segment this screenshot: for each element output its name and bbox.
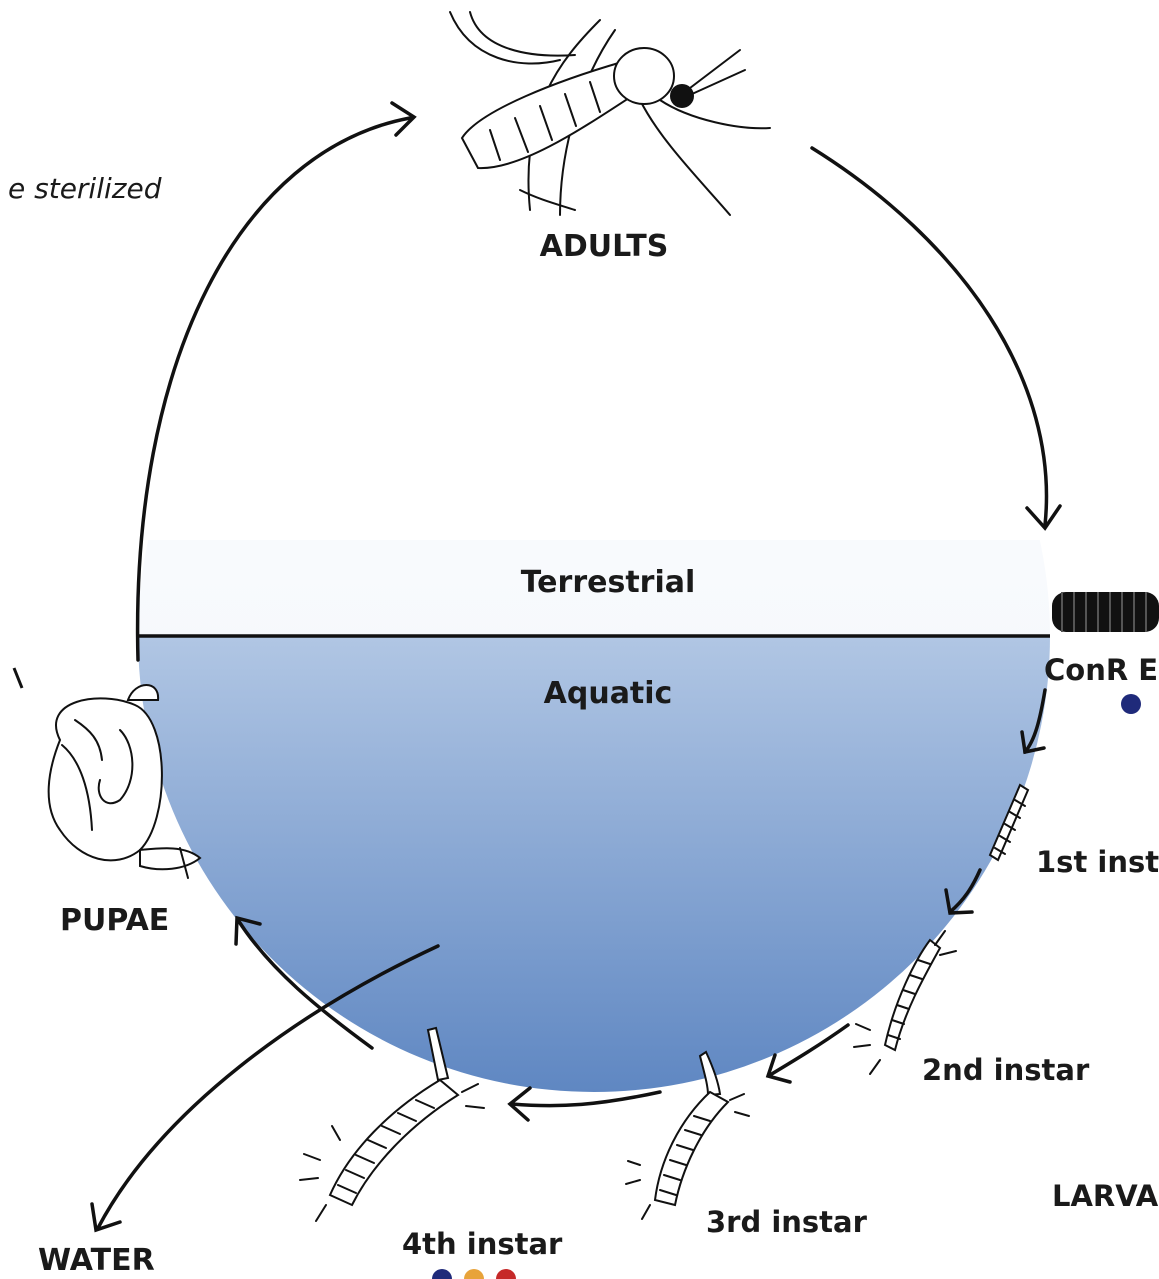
arrow-third-to-fourth (510, 1088, 660, 1120)
aquatic-label: Aquatic (544, 676, 673, 711)
mosquito-adult-icon (450, 12, 770, 215)
terrestrial-label: Terrestrial (521, 565, 696, 600)
adults-label: ADULTS (540, 229, 669, 264)
first-instar-label: 1st inst (1036, 845, 1159, 879)
arrow-adults-to-eggs (812, 148, 1060, 528)
fourth-instar-label: 4th instar (402, 1227, 563, 1261)
third-instar-label: 3rd instar (706, 1205, 868, 1239)
conr-label: ConR E (1044, 653, 1158, 687)
conr-dot (1121, 694, 1141, 714)
second-instar-label: 2nd instar (922, 1053, 1090, 1087)
sterilized-note: e sterilized (8, 172, 162, 205)
fourth-instar-dots (432, 1269, 516, 1279)
edge-mark (14, 668, 22, 688)
water-label: WATER (38, 1243, 155, 1278)
egg-raft-icon (1052, 592, 1159, 632)
pupae-label: PUPAE (60, 903, 169, 938)
larva-label: LARVA (1052, 1179, 1159, 1213)
